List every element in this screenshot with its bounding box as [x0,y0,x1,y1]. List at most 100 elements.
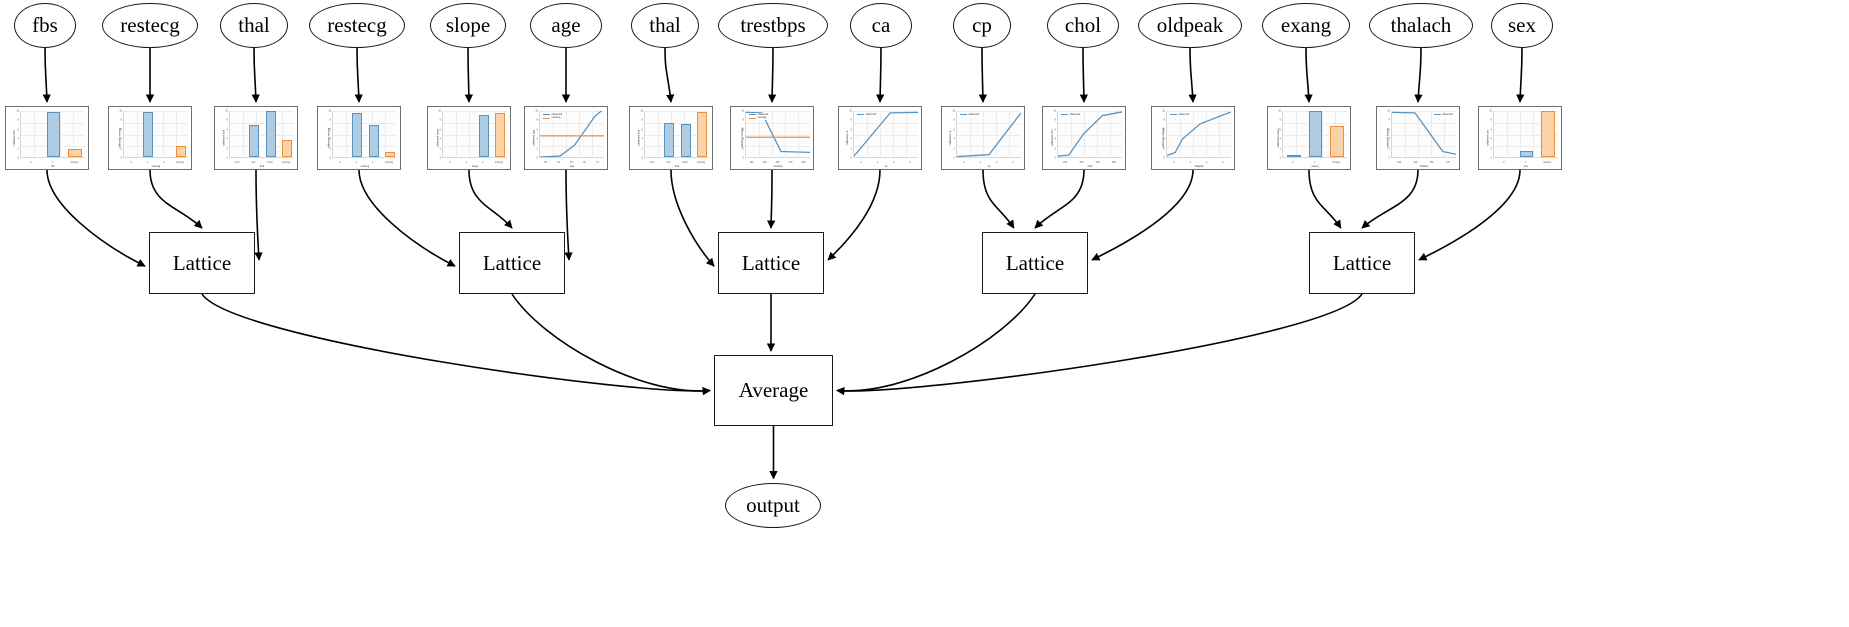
legend-swatch-observed [1170,114,1177,116]
legend-label-missing: missing [551,116,561,120]
input-node-cp[interactable]: cp [953,2,1011,48]
gridline-vertical [243,111,244,157]
x-axis-label: exang [1311,165,1319,168]
y-tick-label: 8 [953,118,955,122]
edge-input-to-calibrator-0 [42,47,51,103]
y-tick-label: 4 [850,137,852,141]
y-tick-label: 0 [226,156,228,160]
input-node-thal[interactable]: thal [220,2,288,48]
x-tick-label: 1 [51,161,54,164]
y-tick-label: 0 [1490,156,1492,160]
average-node[interactable]: Average [714,355,833,426]
x-tick-label: fixd [666,161,671,164]
gridline-horizontal [443,146,507,148]
y-tick-label: 6 [120,128,122,132]
calibration-curve [854,111,918,157]
bar-missing-missing [281,140,292,157]
gridline-vertical [346,111,347,157]
input-node-chol[interactable]: chol [1047,2,1119,48]
x-tick-label: 125 [762,161,767,164]
gridline-vertical [34,111,35,157]
gridline-vertical [893,111,894,157]
lattice-node-3[interactable]: Lattice [982,232,1088,294]
output-node[interactable]: output [725,482,821,528]
x-tick-label: 100 [749,161,754,164]
y-tick-label: 8 [1054,118,1056,122]
lattice-node-0[interactable]: Lattice [149,232,255,294]
y-tick-label: 4 [1490,137,1492,141]
legend-row-missing: missing [749,116,768,120]
input-node-restecg[interactable]: restecg [102,2,198,48]
legend-label-observed: observed [1069,112,1081,116]
lattice-node-1[interactable]: Lattice [459,232,565,294]
calibration-curve [1392,111,1456,157]
gridline-horizontal [540,111,604,112]
input-node-trestbps[interactable]: trestbps [718,2,828,48]
input-node-slope[interactable]: slope [430,2,506,48]
series-observed [1167,112,1231,156]
input-node-oldpeak[interactable]: oldpeak [1138,2,1242,48]
input-node-restecg[interactable]: restecg [309,2,405,48]
input-node-ca[interactable]: ca [850,2,912,48]
y-tick-label: 0 [439,156,441,160]
gridline-vertical [906,111,907,157]
input-node-sex[interactable]: sex [1491,2,1553,48]
x-tick-label: 1 [1524,161,1527,164]
y-tick-label: 8 [120,118,122,122]
x-tick-label: 200 [1063,161,1068,164]
y-tick-label: 6 [1388,128,1390,132]
plot-area [1493,111,1558,158]
input-node-label: thal [649,12,681,37]
gridline-horizontal [854,111,918,112]
gridline-vertical [282,111,283,157]
x-tick-label: 125 [1413,161,1418,164]
lattice-label: Lattice [1005,250,1065,275]
y-tick-label: 10 [16,109,19,113]
y-tick-label: 2 [226,147,228,151]
input-node-thal[interactable]: thal [631,2,699,48]
legend-swatch-observed [749,114,756,116]
input-node-age[interactable]: age [530,2,602,48]
bar-missing-missing [175,145,186,157]
lattice-node-4[interactable]: Lattice [1309,232,1415,294]
input-node-exang[interactable]: exang [1262,2,1350,48]
input-node-label: trestbps [740,12,806,37]
gridline-horizontal [746,122,810,124]
edge-input-to-calibrator-14 [1516,47,1525,103]
gridline-horizontal [124,111,188,112]
y-tick-label: 2 [120,147,122,151]
gridline-vertical [592,111,593,157]
y-tick-label: 4 [226,137,228,141]
legend-row-observed: observed [1061,112,1081,117]
lattice-node-2[interactable]: Lattice [718,232,824,294]
input-node-fbs[interactable]: fbs [14,2,76,48]
lattice-label: Lattice [482,250,542,275]
y-tick-label: 4 [1279,137,1281,141]
gridline-horizontal [124,134,188,136]
gridline-vertical [73,111,74,157]
input-node-thalach[interactable]: thalach [1369,2,1473,48]
y-tick-label: 10 [849,109,852,113]
gridline-horizontal [1494,146,1558,148]
legend-row-observed: observed [857,113,876,117]
gridline-horizontal [1058,134,1122,136]
input-node-label: restecg [327,12,387,37]
x-tick-label: 70 [596,161,599,164]
